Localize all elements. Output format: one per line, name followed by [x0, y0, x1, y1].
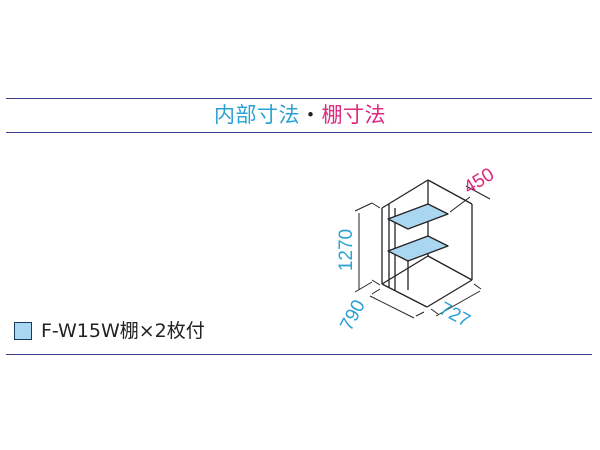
depth-dimension-label: 790	[336, 296, 369, 334]
cabinet-top-back-edge	[427, 179, 473, 205]
cabinet-bottom-back-edge	[427, 255, 473, 281]
width-dimension-label: 727	[436, 298, 474, 331]
bottom-divider	[6, 354, 592, 355]
height-dimension	[354, 202, 381, 293]
heading-divider	[6, 132, 592, 133]
shelf-swatch	[14, 322, 32, 340]
shelves	[387, 203, 449, 262]
section-heading: 内部寸法・棚寸法	[0, 102, 600, 128]
cabinet-bottom-right-edge	[426, 279, 473, 308]
heading-separator: ・	[300, 103, 322, 127]
cabinet-bottom-front-edge	[381, 283, 428, 308]
height-dimension-label: 1270	[336, 229, 357, 271]
interior-dimensions-label: 内部寸法	[214, 103, 300, 127]
depth-dimension	[369, 288, 425, 319]
shelf-dimensions-label: 棚寸法	[321, 103, 386, 127]
cabinet-top-left-edge	[381, 179, 429, 209]
top-divider	[6, 98, 592, 99]
shelf-depth-dimension	[449, 185, 491, 213]
legend: F-W15W棚×2枚付	[14, 319, 205, 343]
legend-label: F-W15W棚×2枚付	[41, 320, 205, 342]
lower-shelf	[387, 235, 449, 262]
cabinet-bottom-left-edge	[381, 255, 429, 285]
upper-shelf	[387, 203, 449, 230]
width-dimension	[430, 283, 482, 317]
shelf-depth-dimension-label: 450	[460, 164, 498, 199]
